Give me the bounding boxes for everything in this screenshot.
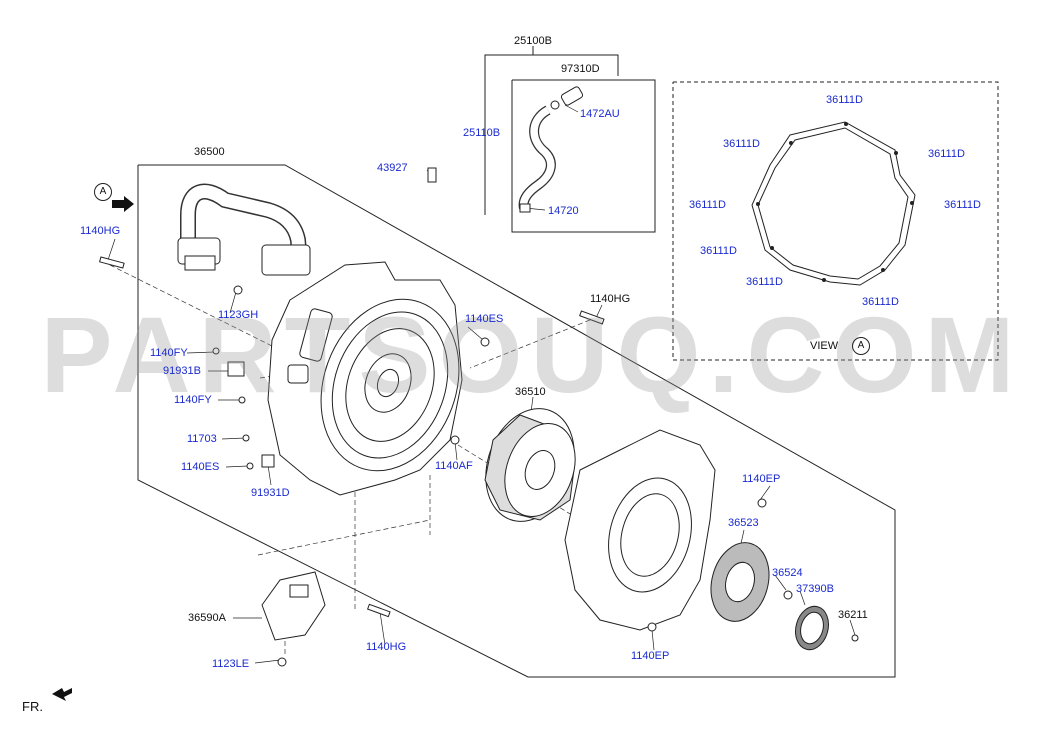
bolt-1140FY-a	[212, 347, 220, 355]
callout-1140EP-lower[interactable]: 1140EP	[631, 650, 670, 662]
callout-1140ES-left[interactable]: 1140ES	[181, 461, 220, 473]
hose-box	[511, 79, 656, 233]
bolt-1140AF	[450, 435, 460, 445]
callout-91931D[interactable]: 91931D	[251, 487, 290, 499]
callout-36111D-upper-right[interactable]: 36111D	[928, 148, 965, 160]
bolt-1123GH	[233, 285, 243, 295]
callout-1140HG-bottom[interactable]: 1140HG	[366, 641, 407, 653]
callout-1123GH[interactable]: 1123GH	[218, 309, 259, 321]
view-a-box	[672, 81, 999, 361]
callout-11703[interactable]: 11703	[187, 433, 217, 445]
bolt-1140ES	[480, 337, 490, 347]
bolt-1140HG-bottom	[366, 603, 391, 618]
callout-36111D-left[interactable]: 36111D	[689, 199, 726, 211]
callout-25100B[interactable]: 25100B	[514, 35, 552, 47]
callout-36111D-lower-left[interactable]: 36111D	[700, 245, 737, 257]
callout-36111D-right[interactable]: 36111D	[944, 199, 981, 211]
callout-36111D-bottom-right[interactable]: 36111D	[862, 296, 899, 308]
callout-1123LE[interactable]: 1123LE	[212, 658, 250, 670]
mount-bracket	[261, 571, 326, 641]
callout-36523[interactable]: 36523	[728, 517, 759, 529]
gear	[710, 542, 770, 622]
callout-1472AU[interactable]: 1472AU	[580, 108, 620, 120]
callout-1140FY-lower[interactable]: 1140FY	[174, 394, 212, 406]
callout-43927[interactable]: 43927	[377, 162, 408, 174]
cover-plate	[564, 429, 716, 631]
callout-36510[interactable]: 36510	[515, 386, 546, 398]
callout-91931B[interactable]: 91931B	[163, 365, 201, 377]
callout-14720[interactable]: 14720	[548, 205, 579, 217]
bolt-1140ES-b	[246, 462, 254, 470]
coolant-hose	[518, 86, 584, 213]
callout-1140HG-left[interactable]: 1140HG	[80, 225, 121, 237]
view-a-marker-box: A	[852, 337, 870, 355]
view-arrow-icon	[112, 196, 134, 212]
motor-housing	[267, 261, 463, 496]
callout-36500[interactable]: 36500	[194, 146, 225, 158]
view-a-marker: A	[94, 183, 112, 201]
plug-11703	[242, 434, 250, 442]
callout-36111D-top[interactable]: 36111D	[826, 94, 863, 106]
bolt-43927	[427, 167, 437, 183]
callout-1140FY-upper[interactable]: 1140FY	[150, 347, 188, 359]
bolt-36211	[851, 634, 859, 642]
bolt-1140HG-left	[99, 256, 125, 269]
bolt-1140HG-right	[579, 310, 605, 325]
view-label: VIEW	[810, 340, 839, 352]
bolt-1123LE	[277, 657, 287, 667]
bracket-91931D	[261, 454, 275, 468]
gasket-outline	[751, 121, 916, 286]
bolt-36524	[783, 590, 793, 600]
front-label: FR.	[22, 699, 43, 714]
assembly-outline	[137, 164, 896, 678]
callout-97310D[interactable]: 97310D	[561, 63, 600, 75]
callout-36590A[interactable]: 36590A	[188, 612, 226, 624]
callout-36111D-upper-left[interactable]: 36111D	[723, 138, 760, 150]
rotor	[484, 408, 576, 522]
callout-36111D-bottom-left[interactable]: 36111D	[746, 276, 783, 288]
pipe-assembly	[177, 183, 311, 276]
callout-36211[interactable]: 36211	[838, 609, 868, 621]
bracket-91931B	[227, 361, 245, 377]
callout-1140EP-upper[interactable]: 1140EP	[742, 473, 781, 485]
bolt-1140EP-b	[647, 622, 657, 632]
callout-36524[interactable]: 36524	[772, 567, 803, 579]
bolt-1140EP-a	[757, 498, 767, 508]
callout-1140ES-right[interactable]: 1140ES	[465, 313, 504, 325]
front-arrow-icon	[52, 688, 72, 701]
callout-25110B[interactable]: 25110B	[463, 127, 501, 139]
callout-1140AF[interactable]: 1140AF	[435, 460, 473, 472]
callout-1140HG-right[interactable]: 1140HG	[590, 293, 631, 305]
bracket-25100B	[484, 54, 619, 215]
seal-ring	[795, 605, 829, 651]
bolt-1140FY-b	[238, 396, 246, 404]
callout-37390B[interactable]: 37390B	[796, 583, 834, 595]
